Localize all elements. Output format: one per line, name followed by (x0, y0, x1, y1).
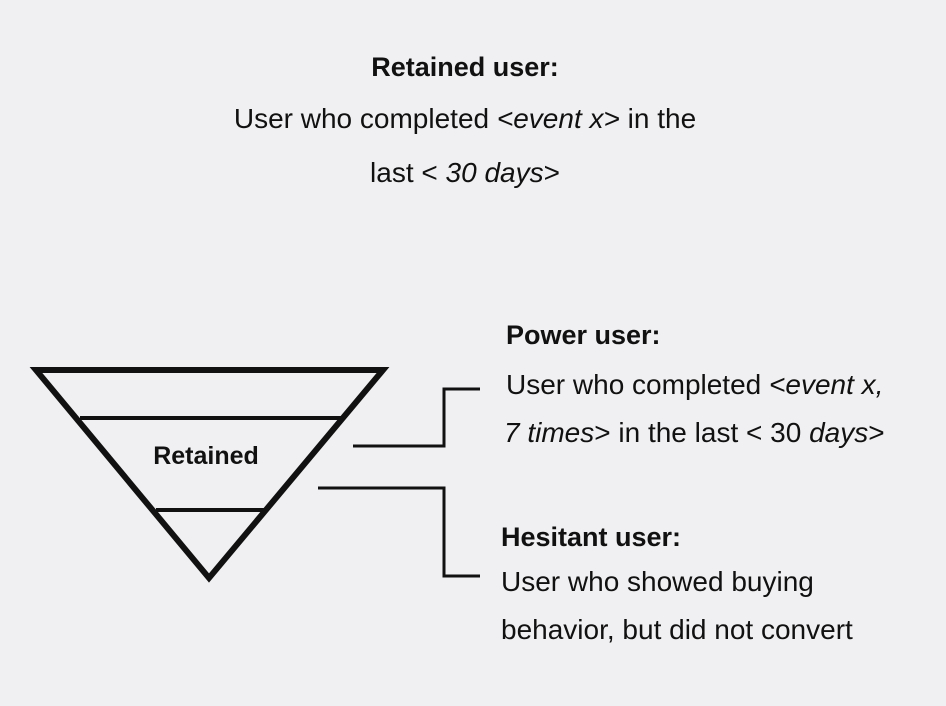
retained-line1-event: <event x> (496, 103, 620, 134)
power-user-line-2: 7 times> in the last < 30 days> (504, 417, 885, 449)
retained-definition-line-2: last < 30 days> (0, 157, 930, 189)
funnel-label-retained: Retained (153, 442, 259, 470)
retained-line1-prefix: User who completed (233, 103, 497, 134)
retained-line2-days: 30 days (445, 157, 544, 188)
power-line1-event: <event x, (769, 369, 884, 400)
power-line2-middle: > in the last < 30 (594, 417, 810, 448)
power-user-line-1: User who completed <event x, (506, 369, 883, 401)
power-line2-times: 7 times (504, 417, 595, 448)
retained-heading: Retained user: (371, 52, 559, 82)
power-line2-suffix: > (868, 417, 885, 448)
hesitant-user-heading: Hesitant user: (501, 522, 682, 552)
funnel-outline (29, 367, 390, 583)
hesitant-user-line-1: User who showed buying (501, 566, 814, 597)
retained-line2-prefix: last < (370, 157, 446, 188)
retained-line2-suffix: > (543, 157, 560, 188)
power-user-heading: Power user: (506, 320, 661, 350)
retained-definition-line-1: User who completed <event x> in the (0, 103, 930, 135)
hesitant-user-line-2: behavior, but did not convert (501, 614, 853, 645)
power-line1-prefix: User who completed (506, 369, 770, 400)
power-user-connector (353, 387, 480, 448)
retained-line1-suffix: in the (619, 103, 697, 134)
power-line2-days: days (809, 417, 869, 448)
hesitant-user-connector (318, 486, 480, 578)
